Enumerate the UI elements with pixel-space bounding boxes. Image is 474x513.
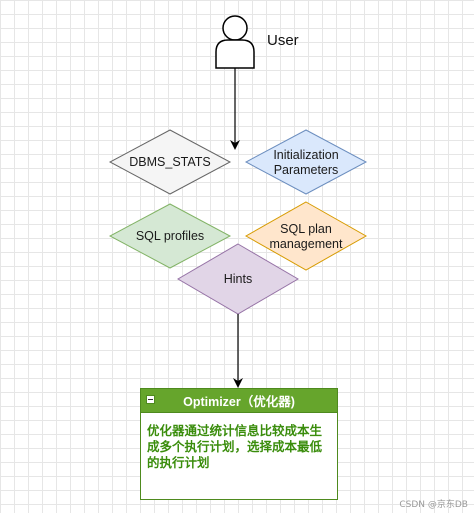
user-label: User [267, 32, 299, 49]
sql-plan-management-diamond[interactable] [244, 201, 368, 271]
optimizer-header: Optimizer（优化器) [141, 389, 337, 412]
collapse-icon[interactable] [146, 395, 155, 404]
initialization-parameters-diamond[interactable] [244, 129, 368, 195]
optimizer-description: 优化器通过统计信息比较成本生成多个执行计划，选择成本最低的执行计划 [147, 423, 323, 470]
sql-profiles-label: SQL profiles [135, 228, 205, 243]
hints-label: Hints [223, 271, 253, 286]
dbms-stats-label: DBMS_STATS [129, 154, 211, 169]
initialization-parameters-line1: Initialization [273, 148, 339, 162]
user-actor-icon [215, 15, 255, 69]
initialization-parameters-line2: Parameters [273, 163, 339, 177]
optimizer-title: Optimizer（优化器) [183, 395, 295, 409]
sql-profiles-diamond[interactable] [108, 203, 232, 269]
dbms-stats-diamond[interactable] [108, 129, 232, 195]
sql-plan-management-label: SQL plan management [256, 222, 356, 252]
optimizer-body: 优化器通过统计信息比较成本生成多个执行计划，选择成本最低的执行计划 [141, 412, 337, 499]
watermark: CSDN @京东DB [399, 500, 468, 510]
sql-plan-line1: SQL plan [280, 222, 332, 236]
sql-plan-line2: management [269, 237, 343, 251]
initialization-parameters-label: Initialization Parameters [256, 148, 356, 178]
optimizer-container[interactable]: Optimizer（优化器) 优化器通过统计信息比较成本生成多个执行计划，选择成… [140, 388, 338, 500]
